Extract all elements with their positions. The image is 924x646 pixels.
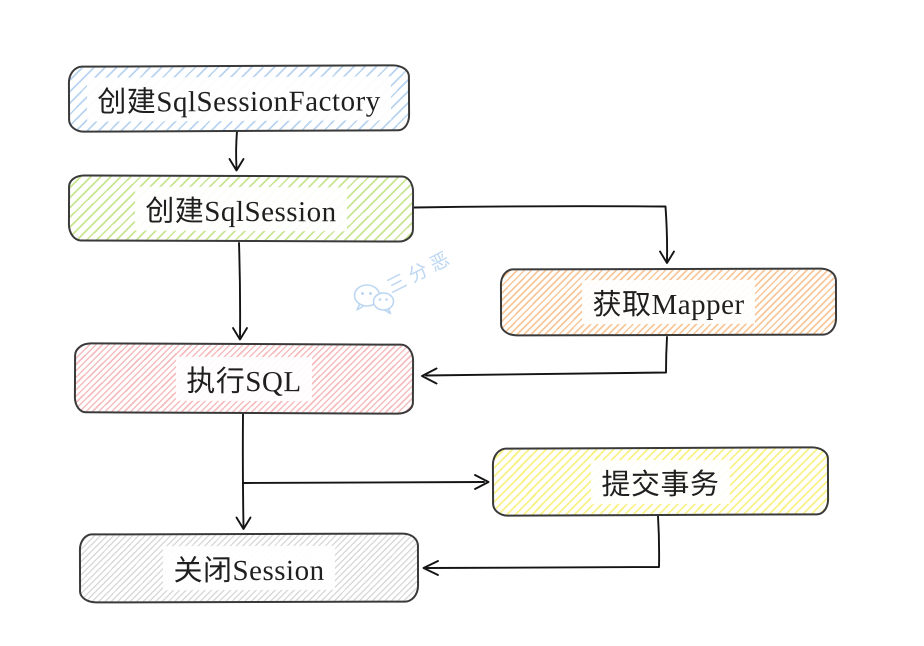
node-close-session: 关闭Session xyxy=(78,532,420,604)
node-label: 关闭Session xyxy=(163,545,335,591)
node-label: 获取Mapper xyxy=(582,279,755,325)
node-label: 创建SqlSession xyxy=(135,186,347,231)
node-execute-sql: 执行SQL xyxy=(73,342,415,415)
watermark-text: 三分恶 xyxy=(384,246,458,299)
node-label: 创建SqlSessionFactory xyxy=(87,75,391,122)
edge-mapper-to-sql xyxy=(421,336,668,385)
node-label: 提交事务 xyxy=(591,459,730,504)
edge-commit-to-close xyxy=(422,515,661,576)
edge-sql-to-commit xyxy=(242,474,490,490)
node-commit-transaction: 提交事务 xyxy=(491,446,830,517)
watermark: 三分恶 xyxy=(348,247,478,326)
edge-sql-to-close xyxy=(235,413,252,530)
edge-session-to-mapper xyxy=(413,205,675,264)
node-label: 执行SQL xyxy=(176,356,312,401)
node-get-mapper: 获取Mapper xyxy=(499,267,838,337)
node-create-sqlsessionfactory: 创建SqlSessionFactory xyxy=(67,64,411,133)
edge-session-to-sql xyxy=(232,242,248,341)
edge-factory-to-session xyxy=(228,130,245,172)
wechat-icon xyxy=(353,284,395,315)
node-create-sqlsession: 创建SqlSession xyxy=(67,174,415,243)
